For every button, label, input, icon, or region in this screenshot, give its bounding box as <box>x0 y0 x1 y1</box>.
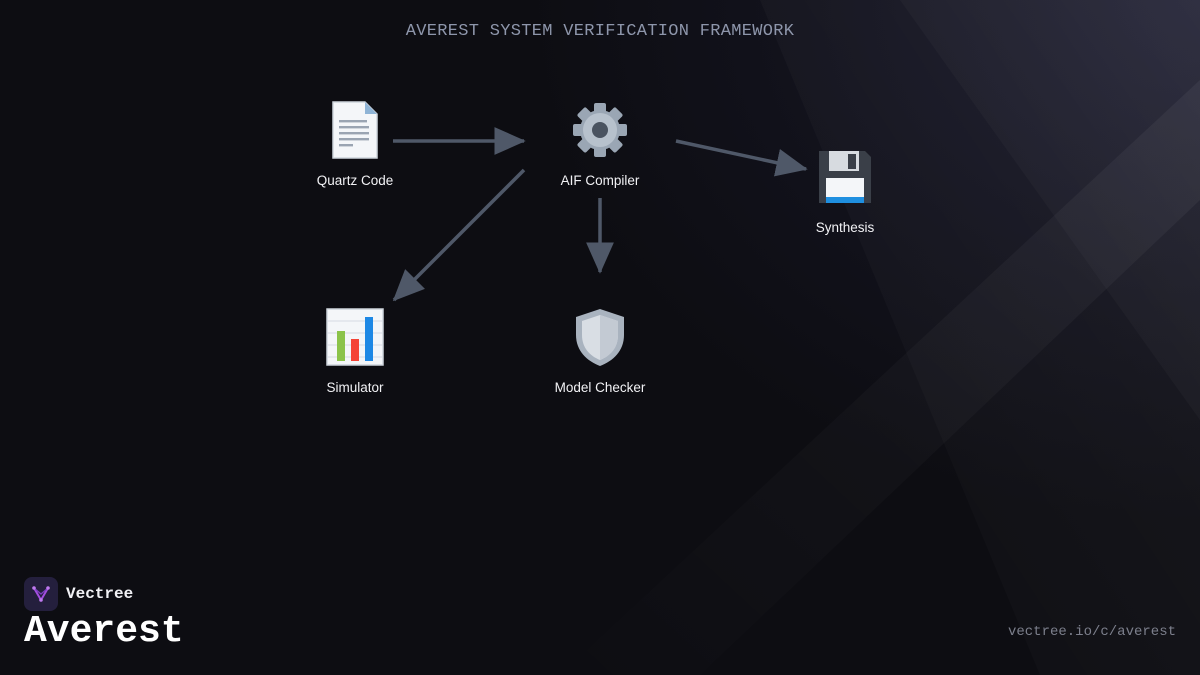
product-name: Averest <box>24 610 184 653</box>
document-icon <box>332 101 378 159</box>
brand-name: Vectree <box>66 585 134 603</box>
node-simulator: Simulator <box>285 301 425 395</box>
footer-url[interactable]: vectree.io/c/averest <box>1007 624 1176 640</box>
page-title: AVEREST SYSTEM VERIFICATION FRAMEWORK <box>405 22 795 41</box>
vectree-logo-icon <box>24 577 58 611</box>
node-label: Simulator <box>326 380 384 395</box>
node-synthesis: Synthesis <box>775 141 915 235</box>
bar-chart-icon <box>326 308 384 366</box>
node-label: Model Checker <box>554 380 646 395</box>
node-model-checker: Model Checker <box>530 301 670 395</box>
node-label: Synthesis <box>815 220 875 235</box>
arrow-aif-to-simulator <box>392 168 526 302</box>
gear-icon <box>573 103 627 157</box>
node-quartz-code: Quartz Code <box>285 94 425 188</box>
node-label: Quartz Code <box>316 173 394 188</box>
brand: Vectree <box>24 577 133 611</box>
node-aif-compiler: AIF Compiler <box>530 94 670 188</box>
node-label: AIF Compiler <box>560 173 640 188</box>
floppy-disk-icon <box>819 151 871 203</box>
shield-icon <box>576 309 624 366</box>
